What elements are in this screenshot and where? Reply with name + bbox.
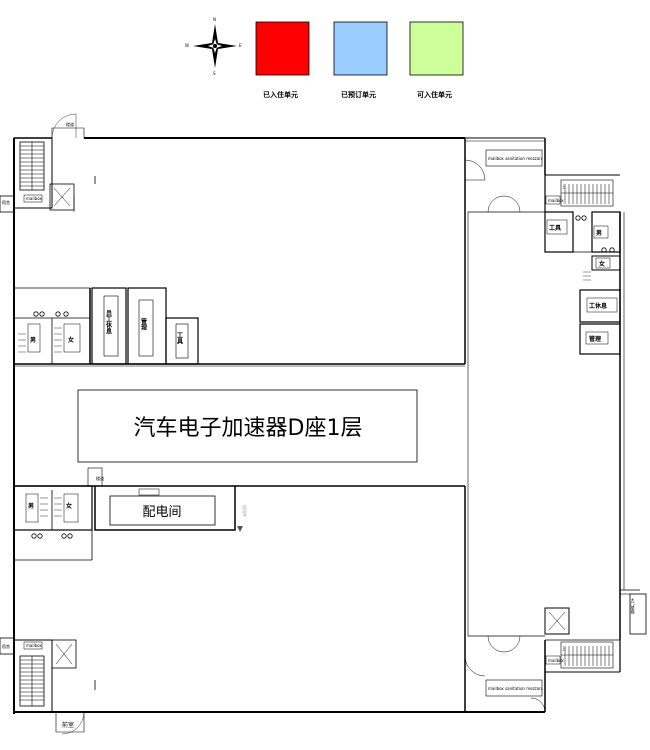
power-room-box <box>109 495 216 526</box>
service-bottom-right <box>464 589 647 713</box>
male-label-top: 男 <box>30 336 36 344</box>
small-box-right-top: mailbox <box>548 198 564 203</box>
female-label-mid: 女 <box>66 502 72 510</box>
legend-swatch-reserved <box>333 21 388 76</box>
management-left-label: 管理 <box>140 317 147 331</box>
floor-title: 汽车电子加速器D座1层 <box>134 416 363 441</box>
management-right-label: 管理 <box>589 335 601 343</box>
dorm-label-top: 宿舍 <box>2 199 10 205</box>
tool-right-label: 工具 <box>549 224 561 232</box>
service-top-note: mailbox sanitation mezzan <box>488 156 542 161</box>
compass-n-label: N <box>213 17 216 22</box>
small-box-top: mailbox <box>26 196 42 201</box>
small-box-bottom: mailbox <box>26 643 42 648</box>
shop-label: 前室 <box>62 721 74 729</box>
restroom-top-left <box>14 287 91 364</box>
legend-label-occupied: 已入住单元 <box>263 90 298 99</box>
female-label-right: 女 <box>599 260 605 268</box>
pipe-text: 排风井 <box>242 505 248 517</box>
compass-w-label: W <box>185 43 189 48</box>
dorm-label-bottom: 宿舍 <box>2 643 10 649</box>
legend-label-reserved: 已预订单元 <box>341 90 376 99</box>
legend-label-available: 可入住单元 <box>417 90 452 99</box>
power-room-outer <box>94 485 236 531</box>
legend-swatch-available <box>409 21 464 76</box>
outer-walls <box>13 137 625 714</box>
up-label-top: 上 <box>562 183 566 189</box>
small-box-right-bottom: mailbox <box>548 658 564 663</box>
male-label-right: 男 <box>596 229 602 237</box>
service-bottom-note: mailbox sanitation mezzan <box>488 686 542 691</box>
stair-top-left <box>0 113 96 213</box>
legend-swatch-occupied <box>255 21 310 76</box>
power-room-panel <box>138 488 160 496</box>
hall-top <box>14 138 466 367</box>
worker-rest-right-label: 工休息 <box>589 302 607 310</box>
legend: 已入住单元 已预订单元 可入住单元 <box>255 21 464 99</box>
staff-rooms-top-left <box>91 287 199 365</box>
pipe-marker-icon <box>237 526 243 532</box>
female-label-top: 女 <box>68 336 74 344</box>
male-label-mid: 男 <box>28 502 34 510</box>
stair-top-left-note: 楼道 <box>66 121 74 127</box>
restroom-mid-left <box>13 467 103 561</box>
compass-icon: N S E W <box>185 17 242 76</box>
worker-rest-left-label: 员工休息 <box>105 309 113 335</box>
mid-stair-note: 楼道 <box>96 475 104 481</box>
title-box <box>77 389 418 463</box>
service-top-right <box>464 149 621 355</box>
stair-bottom-left <box>0 637 96 735</box>
compass-e-label: E <box>239 43 242 48</box>
tool-left-label: 工具 <box>176 332 184 345</box>
power-room-label: 配电间 <box>142 505 181 520</box>
compass-s-label: S <box>213 71 216 76</box>
up-label-bottom: 上 <box>562 645 566 651</box>
main-gate-label: 大门楼梯 <box>631 597 636 615</box>
